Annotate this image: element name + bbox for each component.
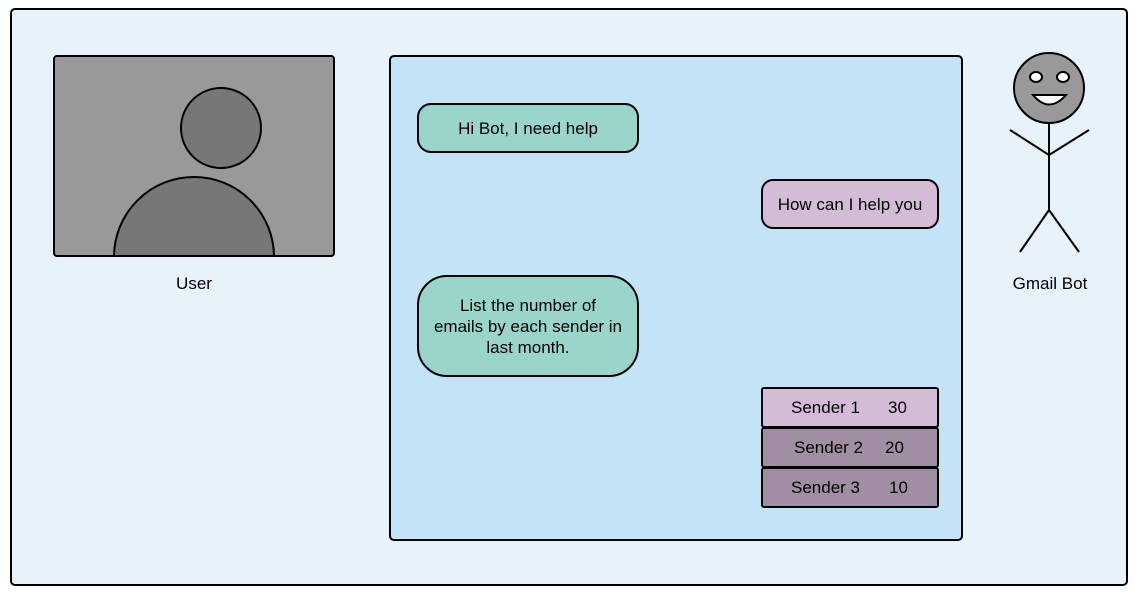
result-sender: Sender 3 — [791, 478, 860, 497]
user-message-1: Hi Bot, I need help — [417, 103, 639, 153]
user-message-2-line-2: emails by each sender in — [433, 316, 623, 336]
result-sender: Sender 2 — [794, 438, 863, 457]
user-message-2: List the number of emails by each sender… — [417, 275, 639, 377]
result-count: 10 — [889, 478, 908, 497]
bot-message-1: How can I help you — [761, 179, 939, 229]
result-row-3: Sender 3 10 — [761, 467, 939, 508]
stick-figure-bot-icon — [1009, 52, 1090, 253]
result-count: 30 — [888, 398, 907, 417]
result-count: 20 — [885, 438, 904, 457]
result-row-2: Sender 2 20 — [761, 427, 939, 468]
user-avatar-icon — [113, 87, 275, 255]
result-sender: Sender 1 — [791, 398, 860, 417]
user-message-2-line-1: List the number of — [459, 295, 597, 315]
user-message-2-line-3: last month. — [486, 337, 570, 357]
user-caption: User — [176, 274, 212, 293]
result-row-1: Sender 1 30 — [761, 387, 939, 428]
user-avatar-box — [53, 55, 335, 257]
bot-caption: Gmail Bot — [1012, 274, 1088, 293]
